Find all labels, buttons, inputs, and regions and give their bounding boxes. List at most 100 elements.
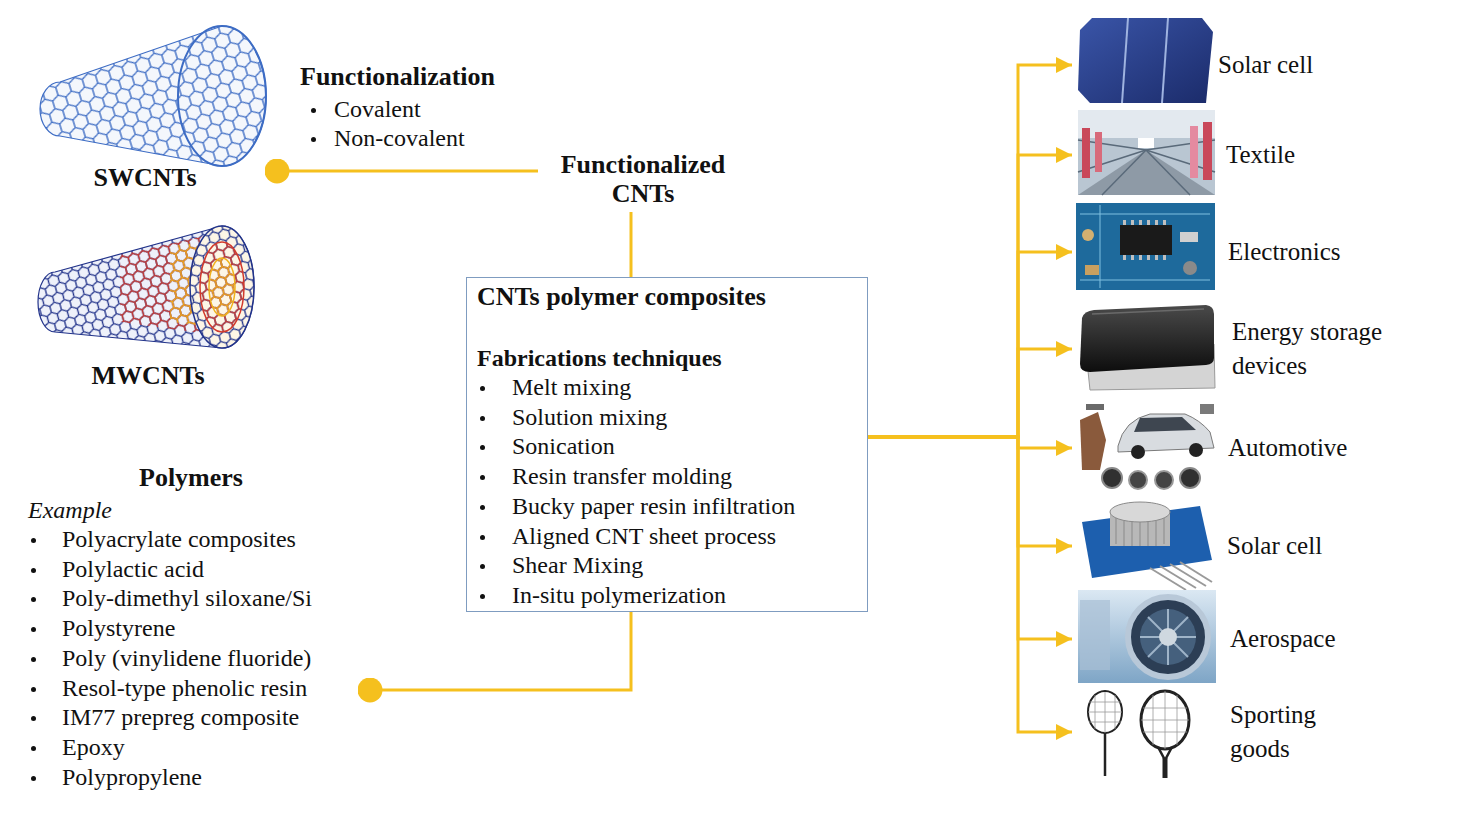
- electronics-picture: [1147, 255, 1150, 260]
- heading-text: Functionalization: [300, 62, 495, 92]
- sensor-picture: [1124, 520, 1125, 546]
- bullet-item: Covalent: [309, 95, 421, 125]
- electronics-picture: [1180, 232, 1198, 242]
- bullet-item: In-situ polymerization: [477, 581, 857, 611]
- sporting-goods-picture: [1143, 708, 1187, 709]
- electronics-picture: [1080, 205, 1210, 288]
- swcnt-illustration: [178, 26, 266, 166]
- sensor-picture: [1082, 502, 1212, 590]
- textile-picture: [1102, 150, 1146, 195]
- sporting-goods-picture: [1088, 692, 1122, 733]
- automotive-picture: [1155, 471, 1173, 489]
- automotive-picture: [1086, 404, 1104, 410]
- sensor-picture: [1110, 502, 1170, 522]
- bullet-item: Poly (vinylidene fluoride): [28, 644, 370, 674]
- sporting-goods-picture: [1104, 733, 1107, 776]
- cnt-illustration-node: MWCNTs: [35, 210, 265, 390]
- connector: [868, 252, 1072, 437]
- aerospace-picture: [1078, 590, 1216, 683]
- connector: [630, 212, 633, 277]
- bullet-item: Polyacrylate composites: [28, 525, 370, 555]
- aerospace-picture: [1078, 590, 1216, 683]
- energy-storage-picture: [1092, 309, 1204, 314]
- mwcnt-illustration: [200, 242, 244, 332]
- polymer-list: PolymersExamplePolyacrylate compositesPo…: [20, 463, 370, 798]
- electronics-picture: [1085, 265, 1099, 275]
- bullet-item: Shear Mixing: [477, 551, 857, 581]
- node-caption: MWCNTs: [35, 361, 261, 391]
- sporting-goods-picture: [1141, 691, 1189, 749]
- electronics-picture: [1163, 220, 1166, 225]
- mwcnt-illustration: [38, 226, 254, 348]
- textile-picture: [1082, 128, 1090, 178]
- electronics-picture: [1155, 255, 1158, 260]
- automotive-picture: [1180, 468, 1200, 488]
- bullet-item: Aligned CNT sheet process: [477, 522, 857, 552]
- cnt-illustration-node: SWCNTs: [35, 20, 277, 195]
- mwcnt-illustration: [38, 226, 254, 348]
- electronics-picture: [1120, 225, 1172, 255]
- application-node: Sporting goods: [1072, 687, 1472, 777]
- application-label: Aerospace: [1230, 622, 1460, 656]
- sporting-goods-picture: [1163, 758, 1168, 778]
- mwcnt-illustration: [190, 226, 254, 348]
- bullet-item: Non-covalent: [309, 124, 465, 154]
- subheading-text: Fabrications techniques: [477, 343, 857, 373]
- sporting-goods-picture: [1088, 691, 1189, 778]
- sporting-goods-picture: [1089, 722, 1121, 723]
- textile-picture: [1190, 126, 1198, 178]
- application-label: Textile: [1226, 138, 1456, 172]
- automotive-picture: [1189, 443, 1203, 457]
- swcnt-illustration: [40, 26, 266, 166]
- sensor-picture: [1116, 518, 1117, 544]
- bullet-item: Sonication: [477, 432, 857, 462]
- heading-text: CNTs polymer composites: [477, 282, 857, 312]
- application-label: Solar cell: [1218, 48, 1448, 82]
- automotive-picture: [1129, 471, 1147, 489]
- bullet-item: Melt mixing: [477, 373, 857, 403]
- application-node: Solar cell: [1072, 20, 1472, 110]
- connector: [868, 349, 1072, 437]
- sensor-picture: [1140, 522, 1141, 546]
- automotive-picture: [1102, 468, 1122, 488]
- application-label: Energy storage devices: [1232, 315, 1417, 383]
- electronics-picture: [1183, 261, 1197, 275]
- connector-group: [277, 65, 1072, 732]
- automotive-picture: [1134, 417, 1196, 432]
- sporting-goods-picture: [1141, 691, 1189, 749]
- electronics-picture: [1123, 220, 1126, 225]
- connector: [868, 437, 1072, 732]
- swcnt-illustration: [40, 26, 266, 166]
- automotive-picture: [1200, 404, 1214, 414]
- automotive-picture: [1131, 445, 1145, 459]
- energy-storage-picture: [1080, 305, 1215, 390]
- electronics-picture: [1100, 205, 1101, 288]
- application-node: Automotive: [1072, 403, 1472, 493]
- textile-picture: [1095, 132, 1102, 172]
- electronics-picture: [1123, 220, 1166, 260]
- bullet-item: Solution mixing: [477, 403, 857, 433]
- electronics-picture: [1155, 220, 1158, 225]
- sensor-picture: [1150, 568, 1186, 590]
- sporting-goods-picture: [1089, 702, 1121, 703]
- heading-text: Polymers: [28, 463, 370, 493]
- application-label: Sporting goods: [1230, 698, 1350, 766]
- electronics-picture: [1076, 203, 1215, 290]
- sensor-picture: [1148, 521, 1149, 546]
- swcnt-illustration: [40, 26, 266, 166]
- textile-picture: [1203, 122, 1212, 180]
- sporting-goods-picture: [1141, 720, 1189, 721]
- solar-cell-picture: [1122, 18, 1128, 103]
- bullet-item: Polystyrene: [28, 614, 370, 644]
- sensor-picture: [1116, 518, 1164, 546]
- sensor-picture: [1150, 562, 1212, 590]
- aerospace-picture: [1140, 609, 1196, 665]
- textile-picture: [1078, 110, 1215, 195]
- bullet-item: Epoxy: [28, 733, 370, 763]
- node-caption: SWCNTs: [35, 163, 255, 193]
- aerospace-picture: [1148, 617, 1188, 657]
- aerospace-picture: [1159, 628, 1177, 646]
- mwcnt-illustration: [38, 226, 254, 348]
